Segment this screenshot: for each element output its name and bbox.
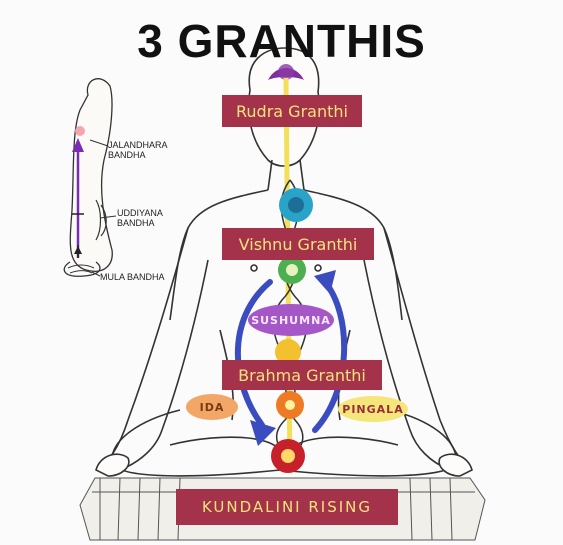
kundalini-rising-label: KUNDALINI RISING — [176, 489, 398, 525]
arrow-head-down — [250, 420, 276, 446]
brahma-granthi-label: Brahma Granthi — [222, 360, 382, 390]
solar-plexus-chakra — [275, 339, 301, 365]
ida-label: IDA — [186, 394, 238, 420]
pingala-label: PINGALA — [338, 396, 408, 422]
chakras — [271, 188, 313, 473]
jalandhara-bandha-label: JALANDHARA BANDHA — [108, 140, 168, 160]
flow-arrows — [234, 279, 348, 433]
bandha-diagram — [63, 78, 113, 277]
uddiyana-bandha-label: UDDIYANA BANDHA — [117, 208, 163, 228]
mula-bandha-label: MULA BANDHA — [100, 272, 165, 282]
rudra-granthi-label: Rudra Granthi — [222, 95, 362, 127]
page-title: 3 GRANTHIS — [137, 15, 426, 67]
arrow-head-up — [314, 270, 336, 294]
jalandhara-point — [75, 126, 85, 136]
vishnu-granthi-label: Vishnu Granthi — [222, 228, 374, 260]
sushumna-label: SUSHUMNA — [248, 304, 334, 336]
